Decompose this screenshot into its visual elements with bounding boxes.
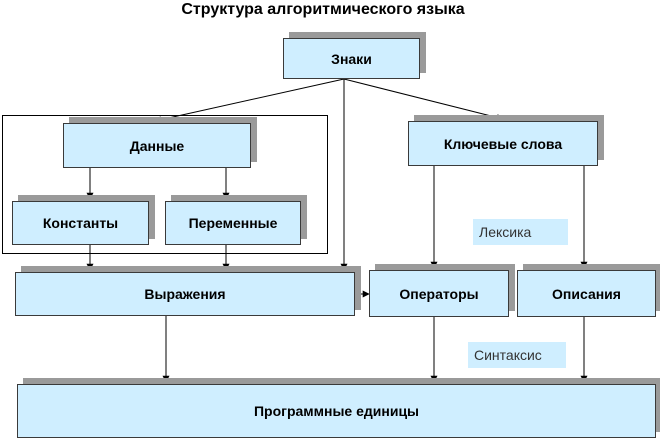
edge-signs-data xyxy=(154,78,345,124)
diagram-title: Структура алгоритмического языка xyxy=(181,1,465,18)
node-program-units: Программные единицы xyxy=(17,384,656,438)
node-keywords: Ключевые слова xyxy=(408,121,598,166)
node-expressions: Выражения xyxy=(15,272,355,316)
node-constants: Константы xyxy=(12,201,149,245)
data-group-frame xyxy=(2,115,328,254)
node-variables: Переменные xyxy=(165,201,301,245)
label-syntax: Синтаксис xyxy=(468,342,566,368)
edge-signs-keywords xyxy=(343,78,504,121)
node-operators: Операторы xyxy=(369,270,509,317)
label-lexis: Лексика xyxy=(473,219,568,245)
node-data: Данные xyxy=(63,123,251,168)
node-descriptions: Описания xyxy=(517,270,656,317)
node-signs: Знаки xyxy=(283,38,420,79)
